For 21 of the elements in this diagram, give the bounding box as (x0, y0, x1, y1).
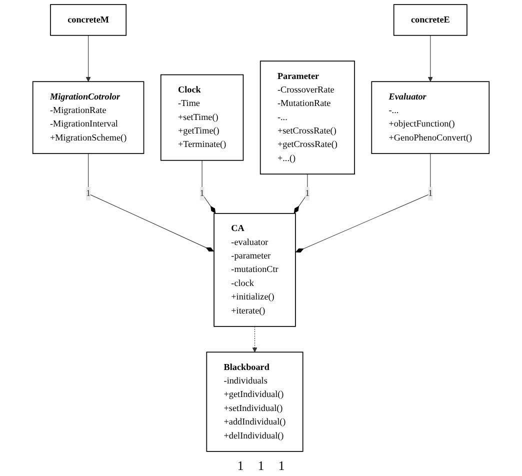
node-box: concreteE (393, 4, 468, 36)
node-box: Blackboard -individuals +getIndividual() +setIndividual() +addIndividual() +delIndividual() (206, 352, 304, 452)
arrow (428, 35, 433, 82)
edge-label: 1 (200, 188, 204, 198)
multiplicity-label: 1 (258, 458, 264, 474)
connector (295, 153, 431, 253)
arrow (86, 35, 91, 82)
edge-label: 1 (428, 188, 433, 198)
multiplicity-label: 1 (237, 458, 244, 474)
connector (202, 160, 216, 214)
node-box: Evaluator -... +objectFunction() +GenoPhenoConvert() (371, 81, 490, 154)
node-box: concreteM (50, 4, 127, 36)
edge-label: 1 (305, 188, 310, 198)
node-box: CA -evaluator -parameter -mutationCtr -clock +initialize() +iterate() (214, 213, 296, 327)
edge-label: 1 (86, 188, 91, 198)
node-box: MigrationCotrolor -MigrationRate -MigrationInterval +MigrationScheme() (32, 81, 144, 154)
node-box: Clock -Time +setTime() +getTime() +Terminate() (160, 74, 244, 161)
multiplicity-label: 1 (278, 458, 285, 474)
arrow (252, 326, 258, 352)
node-box: Parameter -CrossoverRate -MutationRate -... +setCrossRate() +getCrossRate() +...() (260, 60, 355, 174)
connector (88, 153, 214, 252)
